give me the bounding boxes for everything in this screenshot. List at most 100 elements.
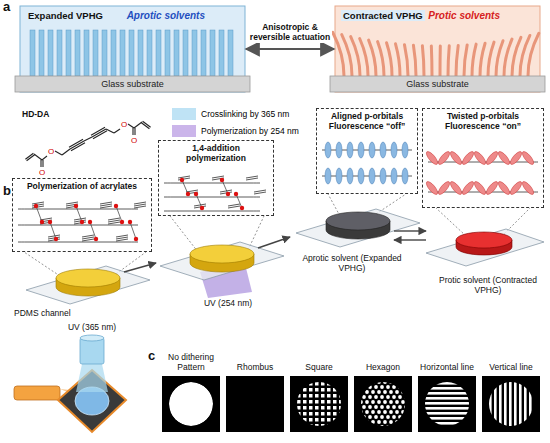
bent-pillars <box>448 46 449 76</box>
callout-frames-art <box>521 180 536 196</box>
callout-frames-art <box>473 150 488 166</box>
substrate-label: Glass substrate <box>330 76 545 92</box>
dithering-patterns <box>327 418 331 422</box>
hdda-molecule <box>55 151 62 155</box>
dithering-patterns <box>404 415 408 419</box>
pattern-mask: Hexagon <box>354 376 412 432</box>
vphg-pillars <box>57 30 62 76</box>
dithering-patterns <box>321 400 325 404</box>
callout-frames-art <box>254 192 266 194</box>
callout-frames-art <box>425 180 440 196</box>
dithering-patterns <box>374 415 378 419</box>
dithering-patterns <box>339 412 343 416</box>
callout-frames-art <box>222 180 228 194</box>
dithering-patterns <box>333 388 337 392</box>
callout-frames-art <box>18 209 138 210</box>
bent-pillars <box>480 43 485 76</box>
dithering-patterns <box>383 400 387 404</box>
dithering-patterns <box>321 418 325 422</box>
vphg-pillars <box>93 30 98 76</box>
callout-title: Polymerization of acrylates <box>16 181 148 191</box>
dithering-patterns <box>499 382 502 426</box>
dithering-patterns <box>169 382 213 426</box>
callout-frames-art <box>485 150 500 166</box>
dithering-patterns <box>371 400 375 404</box>
hdda-molecule <box>42 160 43 167</box>
expanded-panel-art <box>15 76 250 92</box>
dithering-patterns <box>401 420 405 424</box>
callout-frames-art <box>461 150 476 166</box>
vphg-pillars <box>120 30 125 76</box>
dithering-patterns <box>333 418 337 422</box>
panel-letter: c <box>148 349 155 364</box>
callout-frames-art <box>391 142 397 158</box>
state-label: Protic solvent (Contracted VPHG) <box>438 276 538 296</box>
film-disks <box>326 212 390 230</box>
dithering-patterns <box>309 388 313 392</box>
callout-frames-art <box>82 237 94 239</box>
pdms-slabs <box>26 266 150 304</box>
vphg-pillars <box>210 30 215 76</box>
dithering-patterns <box>315 388 319 392</box>
bent-pillars <box>360 39 368 76</box>
callout-frames-art <box>82 239 94 241</box>
pdms-slabs <box>160 242 284 280</box>
dithering-patterns <box>297 406 301 410</box>
dithering-patterns <box>315 424 319 428</box>
legend-text: Polymerization by 254 nm <box>201 126 299 136</box>
hdda-molecule <box>141 123 149 129</box>
atom-label: O <box>121 120 127 129</box>
zoom-lines <box>24 194 530 276</box>
process-arrows <box>124 231 426 272</box>
dithering-patterns <box>398 395 402 399</box>
callout-frames-art <box>234 192 238 196</box>
process-arrows <box>394 230 426 231</box>
dithering-patterns <box>303 406 307 410</box>
bent-pillars <box>404 45 408 76</box>
edge-label: Anisotropic & reversible actuation <box>248 23 332 43</box>
dithering-patterns <box>482 376 540 432</box>
dithering-patterns <box>333 406 337 410</box>
callout-frames-art <box>108 218 120 220</box>
molecule-name: HD-DA <box>22 110 49 120</box>
contracted-panel-art <box>330 6 545 92</box>
dithering-patterns <box>321 412 325 416</box>
callout-frames-art <box>36 206 42 222</box>
vphg-pillars <box>30 30 233 76</box>
dithering-patterns <box>389 380 393 384</box>
dithering-patterns <box>514 382 517 426</box>
dithering-patterns <box>315 406 319 410</box>
dithering-patterns <box>374 395 378 399</box>
dithering-patterns <box>362 385 366 389</box>
callout-frames-art <box>194 204 206 206</box>
callout-frames-art <box>322 176 412 177</box>
dithering-patterns <box>359 410 363 414</box>
callout-frames-art <box>485 180 500 196</box>
dithering-patterns <box>398 415 402 419</box>
pattern-label: No dithering Pattern <box>158 353 224 373</box>
dithering-patterns <box>401 390 405 394</box>
dithering-patterns <box>339 418 343 422</box>
dithering-patterns <box>290 376 348 432</box>
atom-label: O <box>39 168 45 177</box>
vphg-pillars <box>84 30 89 76</box>
legend-swatch <box>172 125 196 137</box>
dithering-patterns <box>392 415 396 419</box>
vphg-pillars <box>165 30 170 76</box>
callout-frames-art <box>336 142 342 158</box>
callout-frames-art <box>391 168 397 184</box>
callout-frames-art <box>437 150 452 166</box>
callout-frames-art <box>88 220 92 224</box>
callout-frames-art <box>180 178 184 182</box>
legend-item: Crosslinking by 365 nm <box>172 108 289 120</box>
dithering-patterns <box>380 415 384 419</box>
dithering-patterns <box>418 376 476 432</box>
callout-frames-art <box>200 206 204 210</box>
dithering-patterns <box>362 395 366 399</box>
dithering-patterns <box>377 390 381 394</box>
dithering-patterns <box>425 417 469 420</box>
dithering-patterns <box>374 405 378 409</box>
dithering-patterns <box>362 405 366 409</box>
callout-frames-art <box>108 220 120 222</box>
callout-frames-art <box>402 168 408 184</box>
